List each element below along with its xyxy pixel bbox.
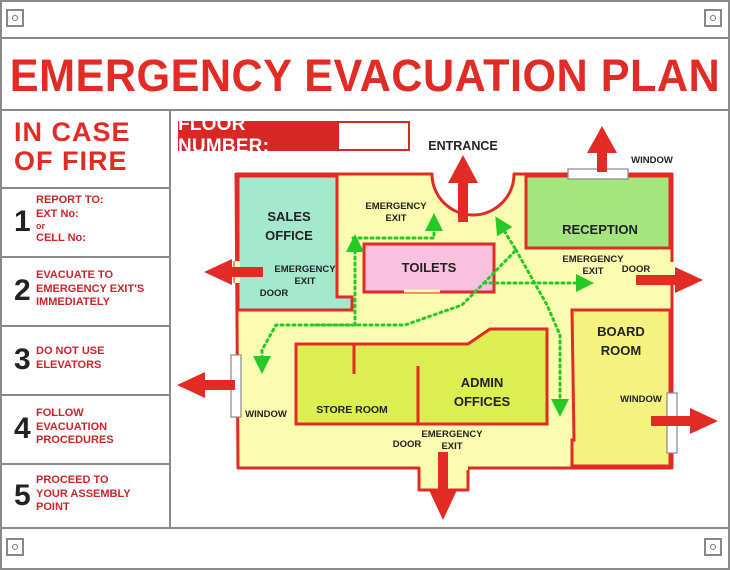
step-divider xyxy=(2,463,170,465)
door-label: DOOR xyxy=(260,288,289,299)
room-reception xyxy=(524,174,672,250)
exit-arrow-icon xyxy=(636,267,703,293)
step-line: ELEVATORS xyxy=(36,358,102,371)
step-line: CELL No: xyxy=(36,232,86,244)
emergency-exit-label: EXIT xyxy=(294,276,315,287)
top-divider xyxy=(2,37,728,39)
step-number: 5 xyxy=(14,479,31,512)
step-line: PROCEDURES xyxy=(36,434,114,446)
title-divider xyxy=(2,109,728,111)
step-number: 3 xyxy=(14,343,31,376)
step-line: EMERGENCY EXIT'S xyxy=(36,282,145,295)
door-label: DOOR xyxy=(622,264,651,275)
window-label: WINDOW xyxy=(245,409,287,420)
room-toilets xyxy=(362,242,496,294)
exit-arrow-icon xyxy=(177,372,235,398)
room-label: SALES xyxy=(267,209,311,224)
step-line: FOLLOW xyxy=(36,407,84,419)
page-title: EMERGENCY EVACUATION PLAN xyxy=(9,50,721,101)
step-number: 4 xyxy=(14,412,31,445)
step-line: EVACUATE TO xyxy=(36,269,114,281)
step-divider xyxy=(2,394,170,396)
mounting-hole-icon xyxy=(704,538,722,556)
step-line: POINT xyxy=(36,501,70,513)
step-line: YOUR ASSEMBLY xyxy=(36,487,131,500)
step-text: EVACUATE TO EMERGENCY EXIT'S IMMEDIATELY xyxy=(36,269,144,310)
room-admin-block xyxy=(294,327,549,426)
emergency-exit-label: EXIT xyxy=(441,441,462,452)
step-divider xyxy=(2,256,170,258)
window-label: WINDOW xyxy=(631,155,673,166)
mounting-hole-icon xyxy=(6,9,24,27)
step-3: 3 DO NOT USE ELEVATORS xyxy=(2,326,169,394)
evacuation-route xyxy=(253,213,594,417)
step-text: REPORT TO: EXT No: or CELL No: xyxy=(36,194,104,246)
exit-arrow-icon xyxy=(204,259,263,285)
room-sales-office xyxy=(236,174,354,312)
emergency-exit-label: EMERGENCY xyxy=(421,429,483,440)
step-line: PROCEED TO xyxy=(36,474,109,486)
step-4: 4 FOLLOW EVACUATION PROCEDURES xyxy=(2,395,169,463)
room-label: STORE ROOM xyxy=(316,404,388,416)
step-line: DO NOT USE xyxy=(36,345,105,357)
emergency-exit-label: EMERGENCY xyxy=(365,201,427,212)
room-label: TOILETS xyxy=(402,260,457,275)
step-number: 2 xyxy=(14,274,31,307)
step-line: EVACUATION xyxy=(36,420,108,433)
room-label: BOARD xyxy=(597,324,645,339)
step-2: 2 EVACUATE TO EMERGENCY EXIT'S IMMEDIATE… xyxy=(2,257,169,325)
emergency-exit-label: EXIT xyxy=(385,213,406,224)
step-text: DO NOT USE ELEVATORS xyxy=(36,345,104,372)
exit-arrow-icon xyxy=(448,155,478,222)
step-line: REPORT TO: xyxy=(36,194,104,206)
exit-arrows xyxy=(177,126,718,520)
room-label: ADMIN xyxy=(461,375,504,390)
sidebar-divider xyxy=(169,110,171,528)
sidebar-heading-line: IN CASE xyxy=(14,117,131,147)
step-divider xyxy=(2,325,170,327)
emergency-exit-label: EMERGENCY xyxy=(274,264,336,275)
step-line: IMMEDIATELY xyxy=(36,296,110,308)
room-label: OFFICES xyxy=(454,394,511,409)
step-line: EXT No: xyxy=(36,207,79,220)
step-divider xyxy=(2,187,170,189)
step-line: or xyxy=(36,221,45,231)
bottom-divider xyxy=(2,527,728,529)
room-board-room xyxy=(570,308,672,468)
emergency-exit-label: EXIT xyxy=(582,266,603,277)
room-label: ROOM xyxy=(601,343,641,358)
step-number: 1 xyxy=(14,205,31,238)
step-text: PROCEED TO YOUR ASSEMBLY POINT xyxy=(36,474,131,515)
mounting-hole-icon xyxy=(6,538,24,556)
step-5: 5 PROCEED TO YOUR ASSEMBLY POINT xyxy=(2,464,169,527)
exit-arrow-icon xyxy=(429,452,457,520)
window-label: WINDOW xyxy=(620,394,662,405)
exit-arrow-icon xyxy=(651,408,718,434)
room-label: RECEPTION xyxy=(562,222,638,237)
emergency-exit-label: EMERGENCY xyxy=(562,254,624,265)
exit-arrow-icon xyxy=(587,126,617,172)
mounting-hole-icon xyxy=(704,9,722,27)
door-label: DOOR xyxy=(393,439,422,450)
entrance-label: ENTRANCE xyxy=(428,139,497,153)
step-1: 1 REPORT TO: EXT No: or CELL No: xyxy=(2,188,169,256)
room-label: OFFICE xyxy=(265,228,313,243)
sidebar-heading-line: OF FIRE xyxy=(14,146,128,176)
step-text: FOLLOW EVACUATION PROCEDURES xyxy=(36,407,114,448)
sidebar-heading: IN CASE OF FIRE xyxy=(14,118,164,176)
